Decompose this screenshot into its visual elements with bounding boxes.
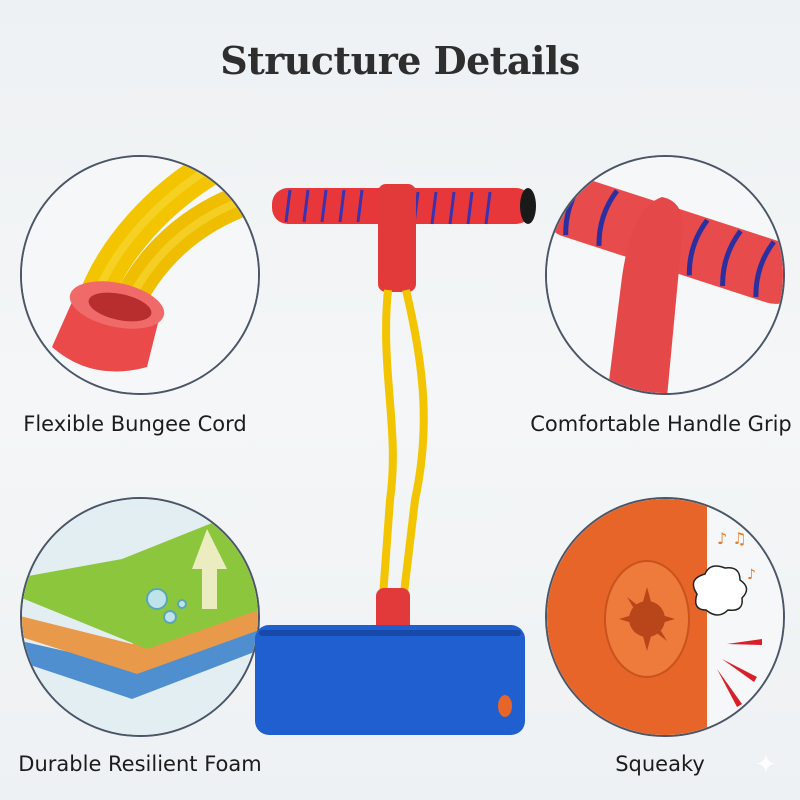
feature-image-handle-grip — [545, 155, 785, 395]
pogo-base-groove — [259, 630, 521, 636]
pogo-jumper-icon — [258, 184, 536, 670]
bungee-cord-icon — [22, 157, 258, 393]
feature-label-bungee-cord: Flexible Bungee Cord — [23, 412, 247, 436]
feature-label-squeaker: Squeaky — [615, 752, 705, 776]
pogo-base-foam-block — [255, 625, 525, 735]
squeaker-hole — [498, 695, 512, 717]
feature-image-squeaker: ♪ ♫ ♪ — [545, 497, 785, 737]
feature-label-foam: Durable Resilient Foam — [18, 752, 262, 776]
pogo-jumper-product — [250, 170, 550, 670]
feature-image-bungee-cord — [20, 155, 260, 395]
foam-layers-icon — [22, 499, 258, 735]
page-title: Structure Details — [220, 38, 580, 83]
svg-text:♪: ♪ — [747, 567, 756, 583]
feature-label-handle-grip: Comfortable Handle Grip — [530, 412, 792, 436]
handle-grip-icon — [547, 157, 783, 393]
svg-text:♪ ♫: ♪ ♫ — [717, 529, 747, 548]
squeaker-icon: ♪ ♫ ♪ — [547, 499, 783, 735]
sparkle-icon: ✦ — [755, 750, 777, 780]
feature-image-foam — [20, 497, 260, 737]
